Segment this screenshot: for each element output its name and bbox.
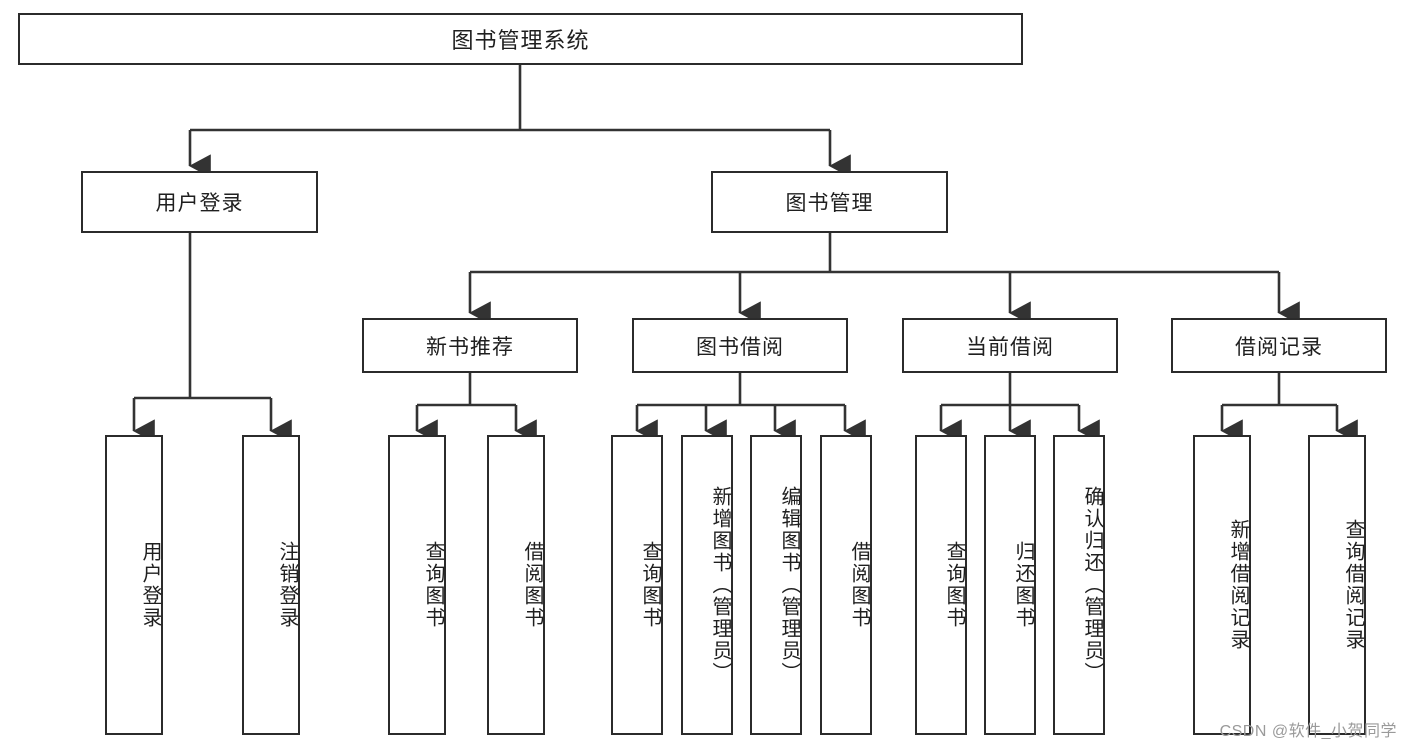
- node-root-book-management-system[interactable]: 图书管理系统: [18, 13, 1023, 65]
- node-leaf-query-book-1[interactable]: 查询图书: [388, 435, 446, 735]
- node-leaf-user-login[interactable]: 用户登录: [105, 435, 163, 735]
- node-label: 查询图书: [639, 541, 661, 629]
- node-label: 图书管理: [785, 192, 874, 215]
- node-leaf-return-book[interactable]: 归还图书: [984, 435, 1036, 735]
- node-leaf-borrow-book-1[interactable]: 借阅图书: [487, 435, 545, 735]
- node-label: 新书推荐: [426, 335, 514, 359]
- node-label: 图书借阅: [696, 335, 784, 359]
- csdn-watermark: CSDN @软件_小贺同学: [1219, 723, 1397, 740]
- node-label: 确认归还（管理员）: [1081, 486, 1103, 684]
- node-label: 编辑图书（管理员）: [778, 486, 800, 684]
- node-label: 借阅图书: [848, 541, 870, 629]
- node-label: 新增借阅记录: [1227, 519, 1249, 651]
- node-leaf-add-book[interactable]: 新增图书（管理员）: [681, 435, 733, 735]
- node-label: 当前借阅: [966, 335, 1054, 359]
- node-label: 注销登录: [276, 541, 298, 629]
- node-current-borrow[interactable]: 当前借阅: [902, 318, 1118, 373]
- node-label: 查询图书: [422, 541, 444, 629]
- node-borrow-record[interactable]: 借阅记录: [1171, 318, 1387, 373]
- node-label: 用户登录: [139, 541, 161, 629]
- node-label: 查询图书: [943, 541, 965, 629]
- node-user-login[interactable]: 用户登录: [81, 171, 318, 233]
- node-leaf-query-record[interactable]: 查询借阅记录: [1308, 435, 1366, 735]
- node-new-book-recommend[interactable]: 新书推荐: [362, 318, 578, 373]
- node-label: 用户登录: [155, 192, 244, 215]
- node-label: 借阅记录: [1235, 335, 1323, 359]
- node-label: 新增图书（管理员）: [709, 486, 731, 684]
- node-label: 图书管理系统: [451, 28, 590, 53]
- node-leaf-query-book-2[interactable]: 查询图书: [611, 435, 663, 735]
- node-book-borrow[interactable]: 图书借阅: [632, 318, 848, 373]
- node-book-management[interactable]: 图书管理: [711, 171, 948, 233]
- node-label: 归还图书: [1012, 541, 1034, 629]
- node-leaf-borrow-book-2[interactable]: 借阅图书: [820, 435, 872, 735]
- node-label: 借阅图书: [521, 541, 543, 629]
- node-leaf-confirm-return[interactable]: 确认归还（管理员）: [1053, 435, 1105, 735]
- node-label: 查询借阅记录: [1342, 519, 1364, 651]
- node-leaf-edit-book[interactable]: 编辑图书（管理员）: [750, 435, 802, 735]
- node-leaf-add-record[interactable]: 新增借阅记录: [1193, 435, 1251, 735]
- node-leaf-logout-login[interactable]: 注销登录: [242, 435, 300, 735]
- node-leaf-query-book-3[interactable]: 查询图书: [915, 435, 967, 735]
